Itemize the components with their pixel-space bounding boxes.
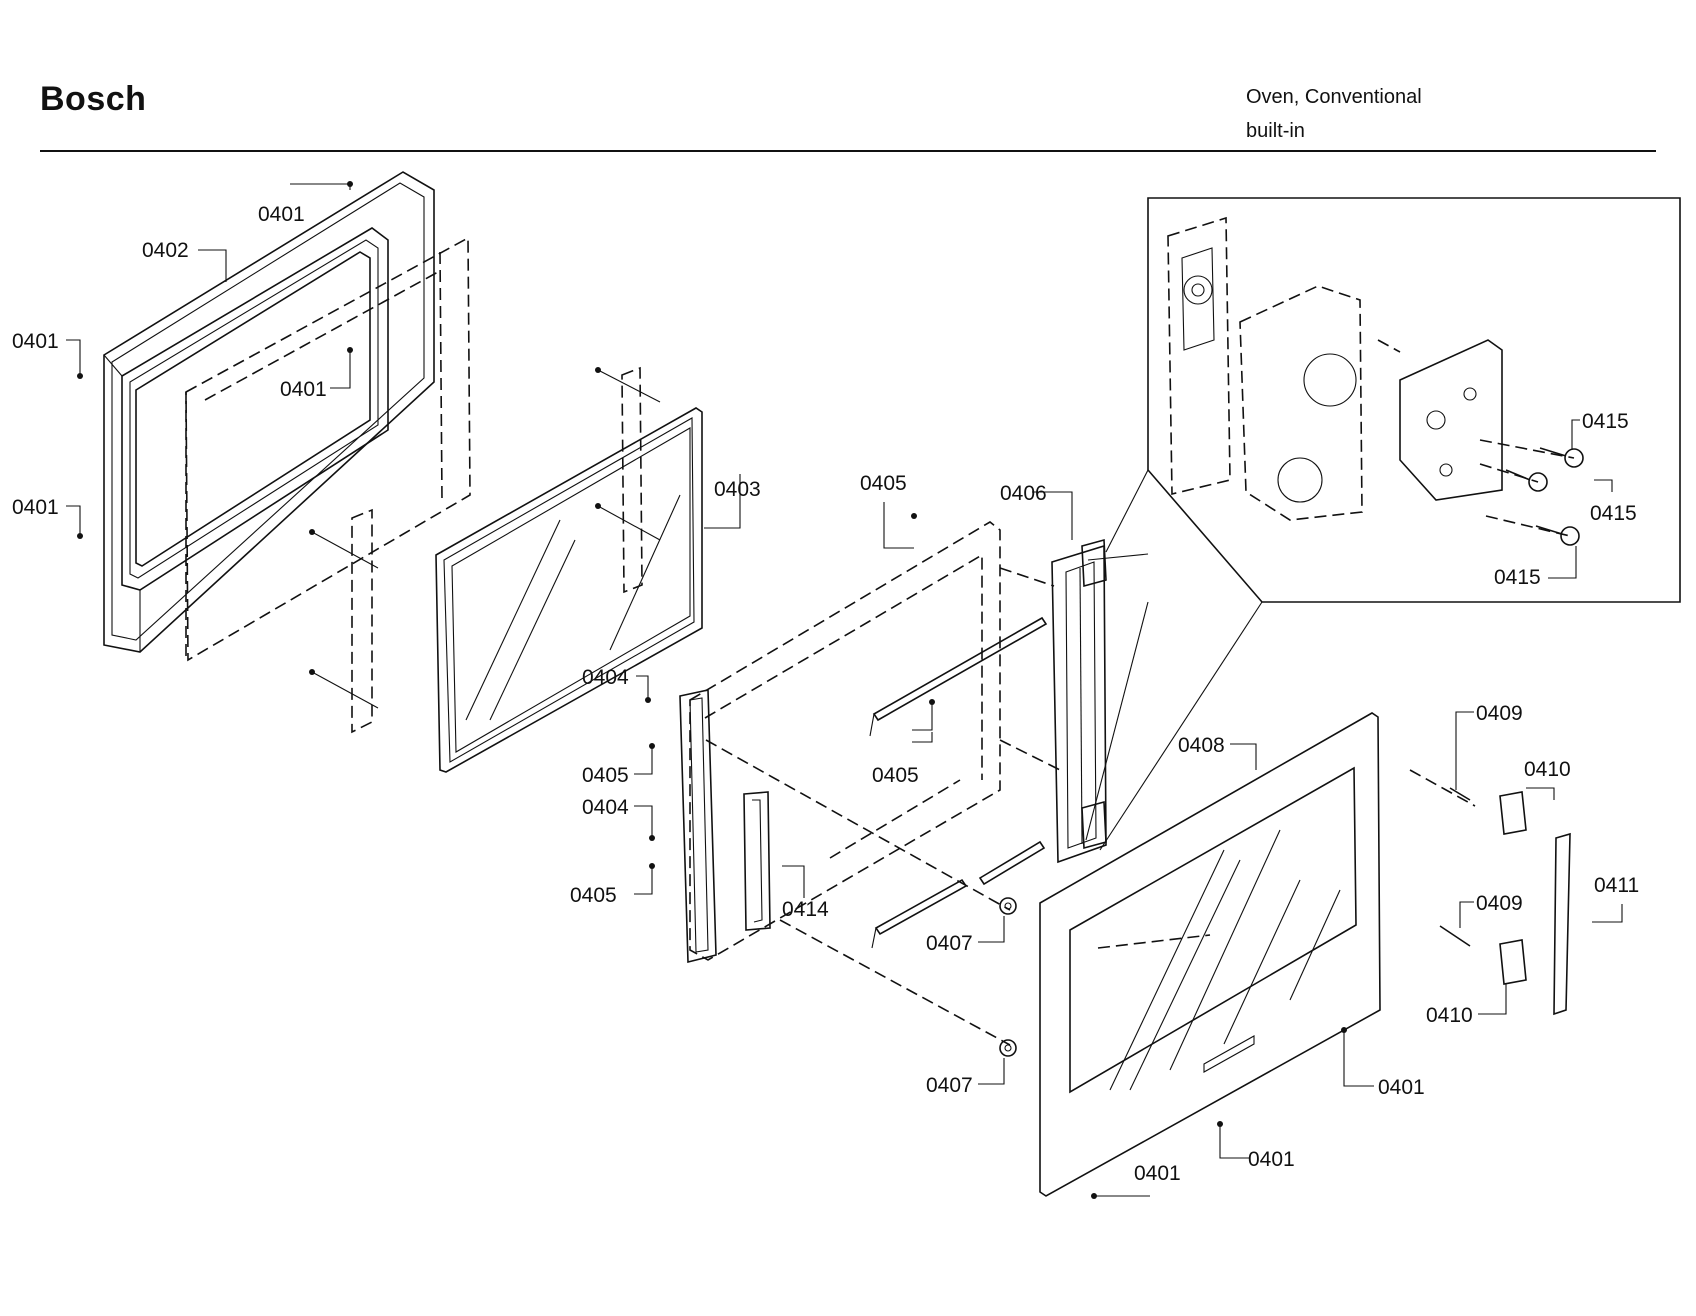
washer-upper (999, 897, 1017, 915)
callout-0406: 0406 (1000, 482, 1047, 505)
callout-0410-upper: 0410 (1524, 758, 1571, 781)
callout-0415-middle: 0415 (1590, 502, 1637, 525)
callout-0404-upper: 0404 (582, 666, 629, 689)
callout-0401-bottom-mid: 0401 (1248, 1148, 1295, 1171)
callout-0408: 0408 (1178, 734, 1225, 757)
side-strip-left (351, 508, 373, 734)
hinge-bracket (1051, 538, 1107, 864)
callout-0415-bottom: 0415 (1494, 566, 1541, 589)
callout-0411: 0411 (1594, 874, 1639, 897)
model-line-2: built-in (1246, 120, 1305, 142)
door-handle (1553, 832, 1571, 1016)
front-door-panel (1039, 712, 1381, 1197)
callout-0410-lower: 0410 (1426, 1004, 1473, 1027)
washer-lower (999, 1039, 1017, 1057)
screw-1 (1539, 447, 1584, 468)
assembly-lines (705, 567, 1476, 1046)
callout-0401-right: 0401 (1378, 1076, 1425, 1099)
callout-0409-lower: 0409 (1476, 892, 1523, 915)
callout-0401-bottom: 0401 (1134, 1162, 1181, 1185)
left-channel (679, 689, 717, 964)
door-latch (743, 791, 771, 931)
brand-title: Bosch (40, 80, 147, 118)
callout-0405-top: 0405 (860, 472, 907, 495)
callout-0405-left-lower: 0405 (570, 884, 617, 907)
handle-cap-lower (1499, 939, 1527, 985)
callout-0407-upper: 0407 (926, 932, 973, 955)
callout-0409-upper: 0409 (1476, 702, 1523, 725)
header-divider (40, 150, 1656, 152)
hinge-slide-upper (872, 616, 1048, 722)
callout-0401-left-upper: 0401 (12, 330, 59, 353)
callout-0401-top: 0401 (258, 203, 305, 226)
callout-0404-lower: 0404 (582, 796, 629, 819)
hinge-slide-right (978, 840, 1046, 886)
glass-strip (621, 366, 643, 594)
hinge-detail-inset (1085, 197, 1681, 851)
callout-0415-top: 0415 (1582, 410, 1629, 433)
callout-0402: 0402 (142, 239, 189, 262)
callout-0405-left-upper: 0405 (582, 764, 629, 787)
callout-0401-inner: 0401 (280, 378, 327, 401)
callout-0405-middle: 0405 (872, 764, 919, 787)
door-outer-frame (103, 171, 435, 653)
screw-2 (1505, 469, 1548, 492)
callout-0414: 0414 (782, 898, 829, 921)
inner-door-cage (689, 521, 1001, 961)
callout-0403: 0403 (714, 478, 761, 501)
callout-0401-left-lower: 0401 (12, 496, 59, 519)
handle-pin-upper (1449, 787, 1471, 801)
hinge-slide-lower (874, 878, 968, 936)
door-inner-frame-dashed (185, 236, 471, 662)
glass-pane (435, 407, 703, 773)
model-description: Oven, Conventional built-in (1246, 80, 1422, 148)
handle-pin-lower (1439, 925, 1471, 947)
model-line-1: Oven, Conventional (1246, 86, 1422, 108)
handle-cap-upper (1499, 791, 1527, 835)
leader-lines (66, 181, 1623, 1199)
callout-0407-lower: 0407 (926, 1074, 973, 1097)
